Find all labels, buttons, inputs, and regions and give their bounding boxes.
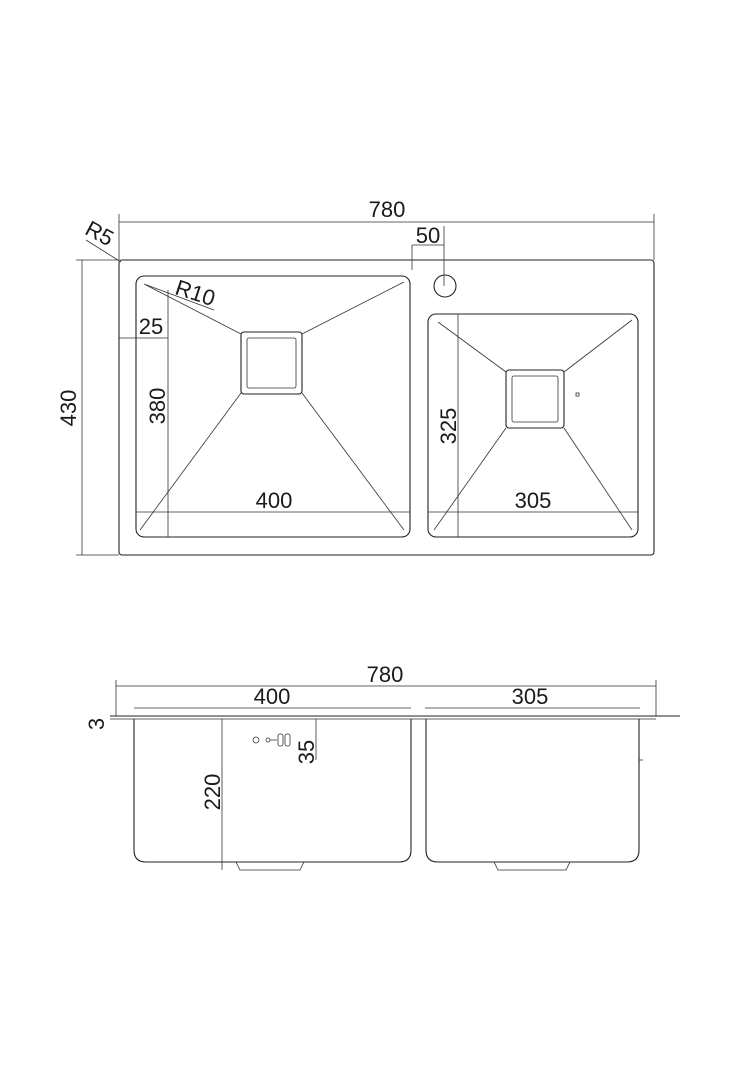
flange-thickness-label: 3 (84, 718, 109, 730)
overflow-depth-label: 35 (294, 740, 319, 764)
side-view: 780 400 305 3 35 220 (84, 662, 680, 871)
small-bowl-top (427, 313, 639, 538)
large-bowl-width-label-side: 400 (254, 684, 291, 709)
top-view: 780 430 R5 25 R10 380 400 50 (56, 197, 655, 556)
overall-depth-label: 430 (56, 390, 81, 427)
small-bowl-depth-label: 325 (436, 408, 461, 445)
corner-radius-outer-label: R5 (81, 216, 118, 251)
overall-width-label-side: 780 (367, 662, 404, 687)
tap-hole-offset-label: 50 (416, 223, 440, 248)
large-bowl-side (133, 719, 412, 863)
large-bowl-top (135, 275, 411, 538)
small-bowl-drain (505, 369, 565, 429)
small-bowl-side (425, 719, 640, 863)
sink-outline-top (118, 259, 655, 556)
small-bowl-width-label: 305 (515, 488, 552, 513)
small-bowl-width-label-side: 305 (512, 684, 549, 709)
corner-radius-inner-label: R10 (172, 275, 218, 311)
large-bowl-width-label: 400 (256, 488, 293, 513)
large-bowl-drain (240, 331, 303, 395)
large-bowl-depth-label: 380 (145, 388, 170, 425)
bowl-depth-label: 220 (200, 774, 225, 811)
rim-offset-label: 25 (139, 314, 163, 339)
overall-width-label-top: 780 (369, 197, 406, 222)
tap-hole (433, 274, 457, 298)
